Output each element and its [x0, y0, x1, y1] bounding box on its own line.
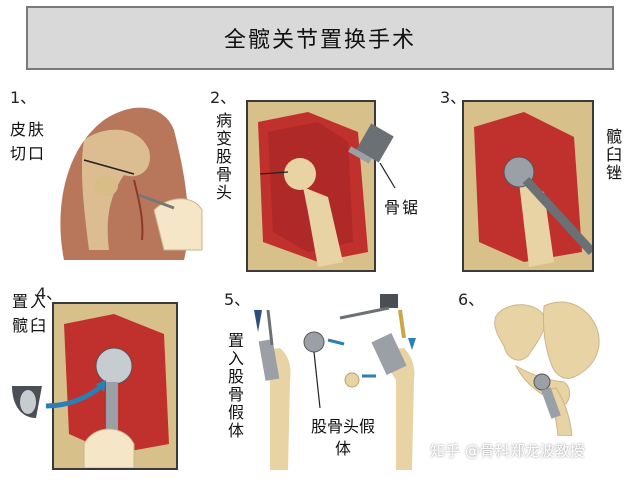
femoral-head-label: 股骨头假体 — [310, 417, 375, 458]
step-3-label: 髋臼锉 — [603, 128, 622, 182]
page-title: 全髋关节置换手术 — [223, 28, 416, 53]
step-2-label: 病变股骨头 — [213, 112, 232, 202]
step-5-label: 置入股骨假体 — [225, 332, 244, 440]
step-1-label: 皮肤切口 — [10, 120, 47, 163]
step-2-number: 2、 — [210, 88, 237, 107]
title-banner: 全髋关节置换手术 — [26, 6, 614, 70]
step-3-number: 3、 — [440, 88, 467, 107]
step-6-illustration — [486, 296, 636, 436]
bone-saw-label: 骨锯 — [384, 198, 421, 217]
acetabular-cup-icon — [8, 376, 108, 426]
femoral-stem-illustration — [248, 300, 298, 472]
bone-saw-icon — [340, 118, 400, 198]
femoral-head-illustration — [300, 290, 430, 472]
step-2-illustration — [246, 100, 376, 272]
step-6-number: 6、 — [458, 290, 485, 309]
watermark: 知乎 @骨科郑龙波教授 — [430, 442, 585, 460]
step-3-illustration — [462, 100, 594, 272]
step-1-illustration — [44, 100, 204, 260]
step-4-label: 置入髋臼 — [12, 292, 49, 335]
step-1-number: 1、 — [10, 88, 37, 107]
step-5-number: 5、 — [224, 290, 251, 309]
step-4-number: 4、 — [36, 284, 63, 303]
step-4-illustration — [52, 302, 178, 470]
